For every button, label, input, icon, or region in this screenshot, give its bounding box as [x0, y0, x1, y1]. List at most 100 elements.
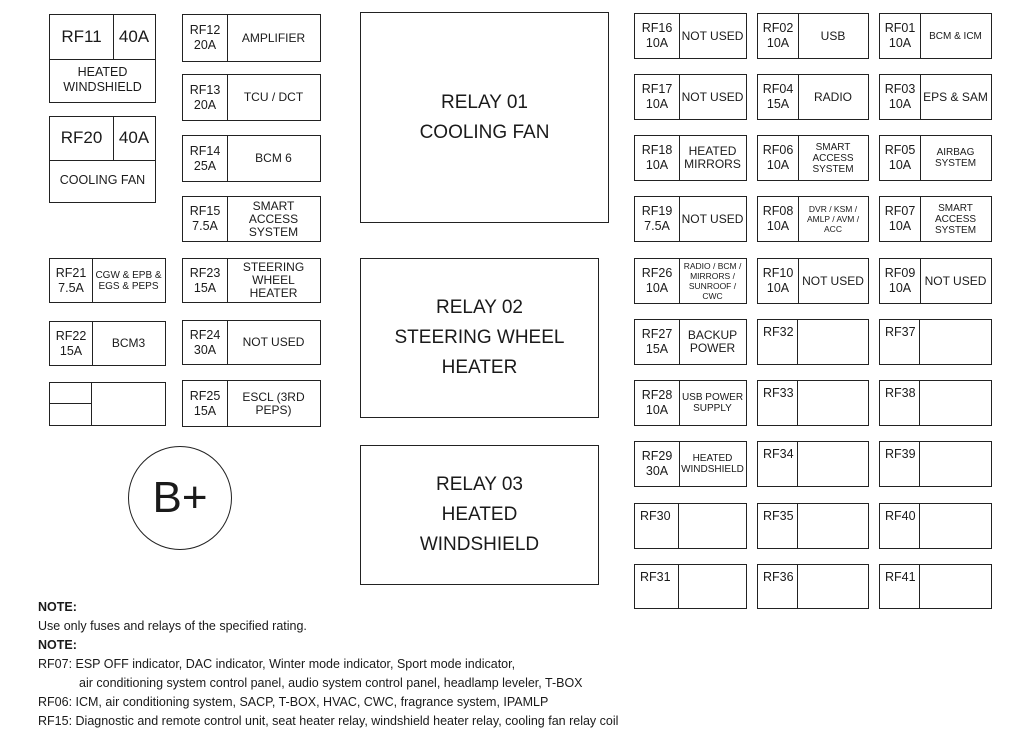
fuse-function: CGW & EPB & EGS & PEPS — [95, 269, 162, 292]
relay-03: RELAY 03 HEATED WINDSHIELD — [360, 445, 599, 585]
fuse-id: RF39 — [880, 442, 920, 486]
fuse-rf37: RF37 — [879, 319, 992, 365]
fuse-rf41: RF41 — [879, 564, 992, 609]
fuse-rf34: RF34 — [757, 441, 869, 487]
fuse-rating: 30A — [645, 464, 669, 478]
fuse-id: RF28 — [641, 388, 673, 402]
relay-function: HEATED WINDSHIELD — [419, 504, 540, 555]
fuse-slot-blank — [49, 382, 166, 426]
fuse-rating: 30A — [193, 342, 217, 357]
relay-function: STEERING WHEEL HEATER — [394, 327, 565, 378]
fuse-rating: 20A — [193, 38, 217, 52]
fuse-id: RF11 — [50, 15, 114, 59]
fuse-id: RF41 — [880, 565, 920, 608]
fuse-rating: 20A — [193, 97, 217, 112]
fuse-id: RF10 — [762, 266, 794, 280]
fuse-function: DVR / KSM / AMLP / AVM / ACC — [806, 204, 860, 234]
fuse-id: RF36 — [758, 565, 798, 608]
fuse-id: RF37 — [880, 320, 920, 364]
relay-function: COOLING FAN — [419, 121, 550, 143]
fuse-rating: 10A — [645, 281, 669, 295]
fuse-rating: 25A — [193, 158, 217, 173]
fuse-id: RF09 — [884, 266, 916, 280]
fuse-id: RF03 — [884, 82, 916, 96]
relay-02: RELAY 02 STEERING WHEEL HEATER — [360, 258, 599, 418]
fuse-rating: 10A — [766, 158, 790, 172]
fuse-rating: 10A — [766, 219, 790, 233]
fuse-id: RF12 — [189, 23, 221, 37]
notes-section: NOTE: Use only fuses and relays of the s… — [38, 598, 618, 731]
fuse-id: RF19 — [641, 204, 673, 218]
fuse-id: RF06 — [762, 143, 794, 157]
fuse-function: USB POWER SUPPLY — [681, 392, 744, 414]
fuse-id: RF35 — [758, 504, 798, 548]
fuse-id: RF23 — [189, 265, 221, 280]
fuse-function: EPS & SAM — [923, 89, 988, 104]
fuse-rating: 10A — [645, 97, 669, 111]
fuse-rating: 15A — [193, 403, 217, 418]
fuse-id: RF22 — [55, 328, 87, 343]
fuse-rating: 10A — [645, 403, 669, 417]
fuse-rf40: RF40 — [879, 503, 992, 549]
fuse-rf31: RF31 — [634, 564, 747, 609]
fuse-id: RF15 — [189, 204, 221, 218]
fuse-rating: 15A — [766, 97, 790, 111]
fuse-function: BCM & ICM — [929, 30, 982, 42]
fuse-rating: 40A — [118, 26, 150, 46]
fuse-id: RF18 — [641, 143, 673, 157]
fuse-id: RF01 — [884, 21, 916, 35]
fuse-id: RF24 — [189, 327, 221, 342]
fuse-id: RF17 — [641, 82, 673, 96]
fuse-rating: 15A — [193, 280, 217, 295]
fuse-rating: 10A — [766, 281, 790, 295]
note-heading: NOTE: — [38, 600, 77, 614]
fuse-id: RF26 — [641, 266, 673, 280]
fuse-function: ESCL (3RD PEPS) — [242, 389, 305, 417]
fuse-id: RF40 — [880, 504, 920, 548]
fuse-rating: 10A — [645, 36, 669, 50]
fuse-function: SMART ACCESS SYSTEM — [248, 198, 299, 239]
fuse-function: NOT USED — [924, 273, 987, 288]
fuse-id: RF02 — [762, 21, 794, 35]
fuse-function: COOLING FAN — [59, 173, 146, 188]
fuse-rating: 10A — [888, 97, 912, 111]
fuse-id: RF21 — [55, 265, 87, 280]
fuse-id: RF07 — [884, 204, 916, 218]
fuse-rf30: RF30 — [634, 503, 747, 549]
fuse-function: BCM 6 — [255, 151, 292, 165]
fuse-id: RF14 — [189, 143, 221, 158]
relay-01: RELAY 01 COOLING FAN — [360, 12, 609, 223]
fuse-function: HEATED MIRRORS — [684, 144, 741, 171]
note-heading: NOTE: — [38, 638, 77, 652]
fuse-rating: 40A — [118, 128, 150, 148]
fuse-rating: 10A — [888, 219, 912, 233]
fuse-function: HEATED WINDSHIELD — [681, 453, 744, 475]
fuse-function: NOT USED — [681, 211, 744, 226]
fuse-rating: 15A — [59, 343, 83, 358]
fuse-rf38: RF38 — [879, 380, 992, 426]
fuse-rating: 10A — [888, 158, 912, 172]
fuse-rating: 7.5A — [192, 219, 218, 233]
fuse-id: RF08 — [762, 204, 794, 218]
fuse-id: RF31 — [635, 565, 679, 608]
note-text: Use only fuses and relays of the specifi… — [38, 619, 307, 633]
fuse-function: RADIO / BCM / MIRRORS / SUNROOF / CWC — [683, 261, 742, 301]
